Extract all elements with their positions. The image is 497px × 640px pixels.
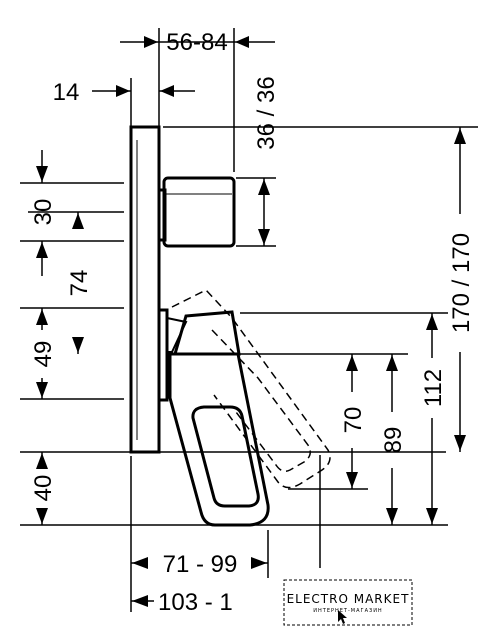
diverter-knob — [157, 176, 236, 248]
dim-right-height: 170 / 170 — [448, 233, 475, 333]
dimension-lines — [20, 28, 478, 612]
dim-right-vertical-top: 36 / 36 — [253, 76, 280, 149]
electro-market-watermark: ELECTRO MARKET ИНТЕРНЕТ-МАГАЗИН — [283, 579, 413, 626]
spout — [168, 352, 270, 527]
dim-bottom-overall: 103 - 1 — [158, 589, 233, 616]
wall-plate — [129, 125, 161, 454]
dim-bottom-spout: 71 - 99 — [163, 551, 238, 578]
dim-right-112: 112 — [420, 369, 447, 407]
dim-right-89: 89 — [380, 427, 407, 454]
watermark-brand: ELECTRO MARKET — [287, 592, 410, 606]
dim-left-49: 49 — [30, 341, 57, 368]
dim-top-depth: 14 — [53, 79, 80, 106]
spout-rotated-dashed — [171, 289, 331, 489]
dim-left-40: 40 — [30, 475, 57, 502]
dim-right-70: 70 — [340, 407, 367, 434]
arrowheads — [36, 36, 466, 607]
dim-top-range: 56-84 — [166, 29, 227, 56]
watermark-tagline: ИНТЕРНЕТ-МАГАЗИН — [313, 608, 382, 614]
dim-left-74: 74 — [66, 270, 93, 297]
cursor-icon — [338, 610, 347, 624]
dim-left-30: 30 — [30, 199, 57, 226]
